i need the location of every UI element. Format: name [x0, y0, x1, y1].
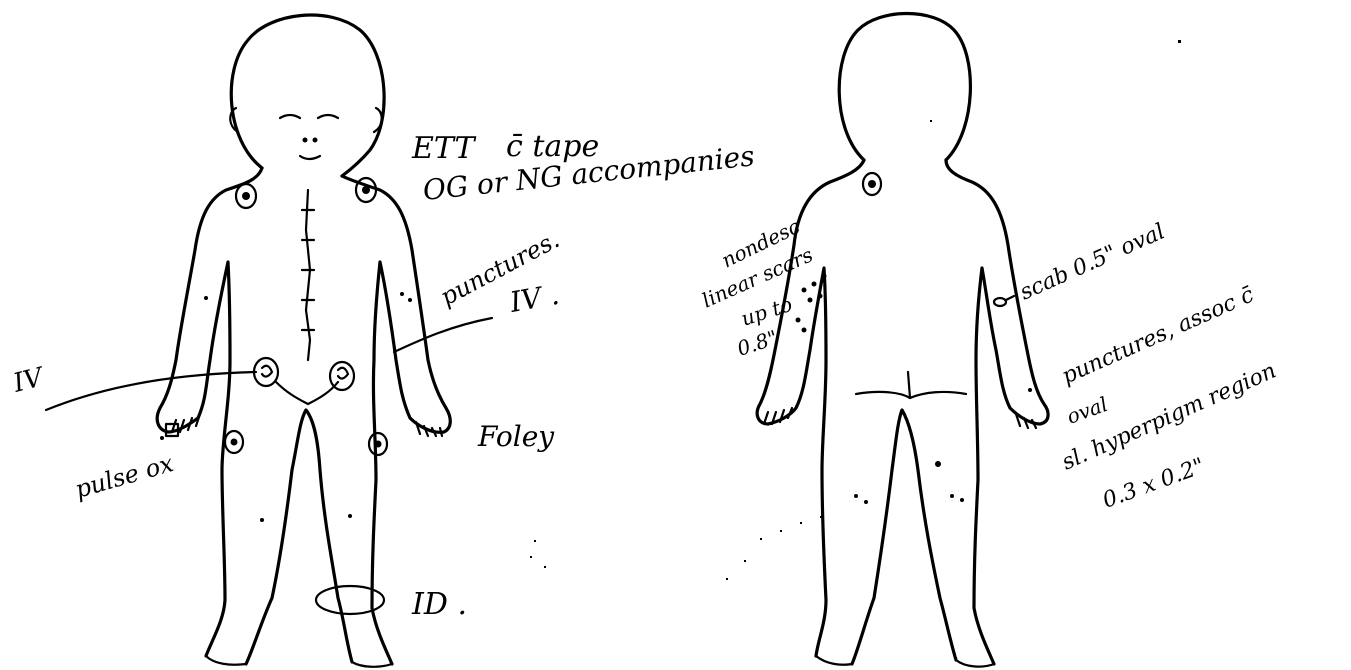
back-mark	[854, 494, 858, 498]
annotation-id-band: ID .	[411, 587, 467, 622]
front-incision-ticks	[302, 210, 314, 330]
front-body-outline	[157, 168, 450, 664]
back-view	[530, 14, 1181, 667]
back-electrode-pad	[863, 173, 881, 195]
iv-left-leader	[46, 372, 256, 410]
electrode-pad-right-thigh	[369, 433, 387, 455]
puncture-dot	[204, 296, 208, 300]
annotation-ett: ETT	[411, 131, 476, 166]
front-left-eye	[280, 115, 300, 118]
annotation-oval: oval	[1064, 392, 1111, 429]
iv-right-leader	[394, 318, 492, 352]
puncture-dot	[348, 514, 352, 518]
front-annotations: ETT c̄ tape OG or NG accompanies punctur…	[9, 129, 756, 622]
back-right-foot	[956, 660, 994, 667]
annotation-size: 0.3 x 0.2"	[1100, 454, 1209, 514]
annotation-iv-left: IV	[9, 362, 48, 399]
back-mark	[950, 494, 954, 498]
annotation-scab: scab 0.5" oval	[1016, 219, 1168, 305]
electrode-pad-left-thigh	[225, 431, 243, 453]
front-head-outline	[231, 15, 384, 176]
electrode-pad-right-shoulder	[356, 178, 376, 202]
puncture-dot	[260, 518, 264, 522]
back-mark	[935, 461, 941, 467]
puncture-dot	[400, 292, 404, 296]
annotation-foley: Foley	[477, 420, 555, 453]
electrode-pad-left-shoulder	[236, 184, 256, 208]
front-nostril	[303, 138, 308, 143]
iv-site-left-groin	[254, 358, 278, 386]
back-annotations: nondesc linear scars up to 0.8" scab 0.5…	[698, 214, 1280, 513]
id-band	[316, 586, 384, 614]
front-right-eye	[318, 115, 338, 118]
back-mark	[864, 500, 868, 504]
back-left-foot	[816, 656, 852, 665]
front-view	[46, 15, 492, 667]
back-gluteal-cleft	[908, 372, 910, 398]
annotation-pulse-ox: pulse ox	[72, 449, 177, 504]
puncture-dot	[408, 298, 412, 302]
front-nostril	[313, 138, 318, 143]
back-mark	[1028, 388, 1032, 392]
front-right-foot	[352, 662, 392, 667]
annotation-up-to: up to	[738, 292, 795, 331]
back-head-outline	[839, 14, 970, 161]
front-left-foot	[206, 656, 246, 665]
annotation-punctures-assoc: punctures, assoc c̄	[1058, 282, 1257, 389]
stray-dots	[530, 40, 1181, 580]
back-mark	[960, 498, 964, 502]
back-scab	[994, 296, 1014, 306]
front-chest-incision	[306, 190, 310, 360]
puncture-dot	[160, 436, 164, 440]
iv-site-right-groin	[330, 362, 354, 390]
front-mouth	[300, 156, 320, 159]
annotation-iv-right: IV .	[507, 278, 562, 319]
front-groin	[276, 382, 338, 404]
